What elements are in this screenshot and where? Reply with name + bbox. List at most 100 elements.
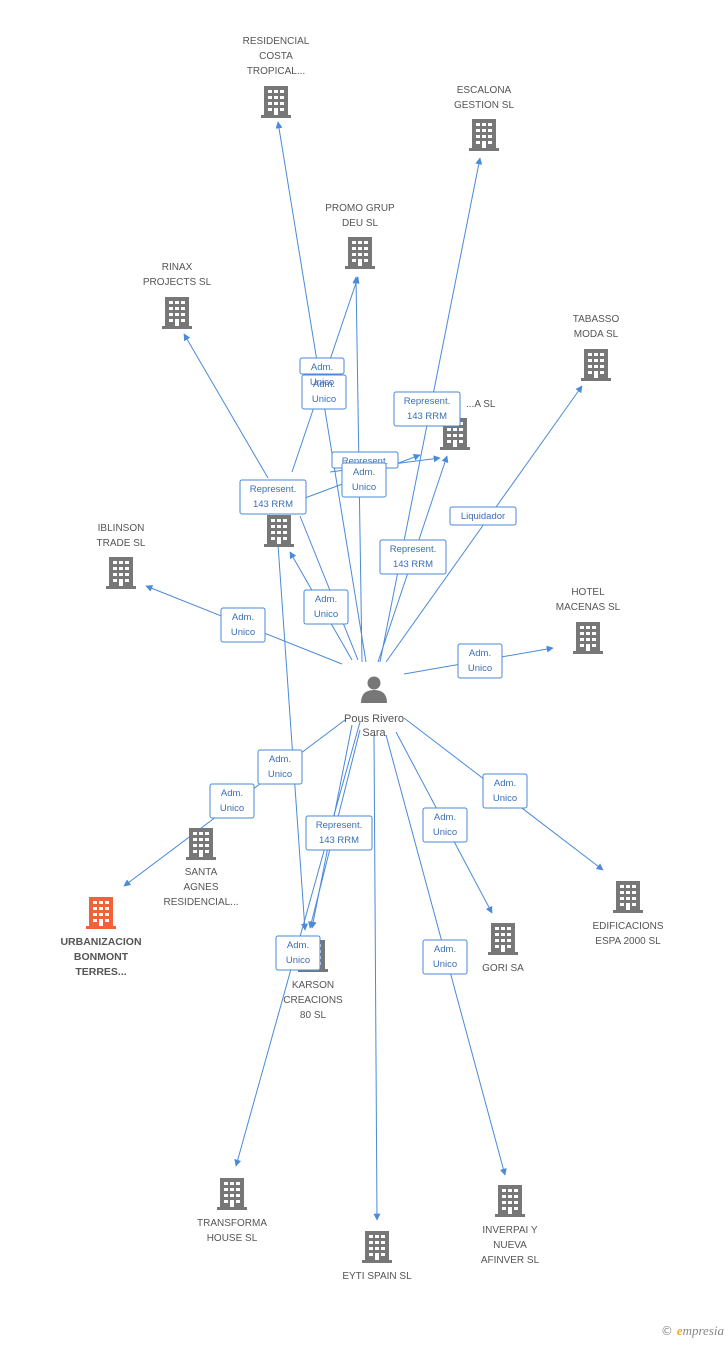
relation-label-text: 143 RRM <box>393 559 433 570</box>
company-node-tabasso[interactable]: TABASSO MODA SL <box>573 314 620 381</box>
company-node-hub[interactable] <box>264 515 294 547</box>
company-name: EYTI SPAIN SL <box>342 1271 412 1282</box>
relation-label-text: Adm. <box>353 467 375 478</box>
edge-line <box>299 515 359 661</box>
building-icon <box>488 923 518 955</box>
relation-label-text: Adm. <box>494 778 516 789</box>
company-name: IBLINSON <box>98 523 145 534</box>
relation-label[interactable]: Adm. Unico <box>457 643 503 679</box>
company-name: KARSON <box>292 980 334 991</box>
company-name: TRANSFORMA <box>197 1218 267 1229</box>
relation-label[interactable]: Adm.Unico <box>220 607 266 643</box>
company-name: TROPICAL... <box>247 66 305 77</box>
company-node-edificacions[interactable]: EDIFICACIONS ESPA 2000 SL <box>592 881 664 947</box>
relation-label[interactable]: Adm. Unico <box>209 783 255 819</box>
person-name: Sara <box>362 727 386 739</box>
company-name: HOUSE SL <box>207 1233 258 1244</box>
company-name: ESCALONA <box>457 85 512 96</box>
relation-label-text: Unico <box>314 609 338 620</box>
relation-label[interactable]: Adm.Unico <box>301 374 347 410</box>
building-icon <box>613 881 643 913</box>
building-icon <box>362 1231 392 1263</box>
company-name: MODA SL <box>574 329 619 340</box>
company-name: RESIDENCIAL... <box>163 897 238 908</box>
relation-label[interactable]: Adm. Unico <box>257 749 303 785</box>
relation-label-text: Unico <box>468 663 492 674</box>
company-node-gori[interactable]: GORI SA <box>482 923 524 974</box>
person-icon <box>361 676 387 703</box>
relation-label-text: Adm. <box>315 594 337 605</box>
brand-initial: e <box>676 1323 683 1338</box>
company-node-escalona[interactable]: ESCALONA GESTION SL <box>454 85 514 151</box>
relation-label-text: Unico <box>231 627 255 638</box>
relation-label-text: Represent. <box>316 820 362 831</box>
company-node-asl[interactable]: ...A SL <box>440 399 496 450</box>
relation-label-text: Unico <box>268 769 292 780</box>
company-name: AFINVER SL <box>481 1255 540 1266</box>
company-name: GESTION SL <box>454 100 514 111</box>
company-name: ESPA 2000 SL <box>595 936 661 947</box>
relation-label[interactable]: Adm. Unico <box>303 589 349 625</box>
relation-label-text: Adm. <box>313 379 335 390</box>
relation-label-text: Adm. <box>469 648 491 659</box>
relation-label[interactable]: Adm.Unico <box>482 773 528 809</box>
company-name: BONMONT <box>74 951 129 963</box>
company-name: SANTA <box>185 867 218 878</box>
relation-label[interactable]: Represent.143 RRM <box>393 391 461 427</box>
building-icon <box>162 297 192 329</box>
relation-label-text: Adm. <box>269 754 291 765</box>
person-name: Pous Rivero <box>344 713 404 725</box>
company-name: DEU SL <box>342 218 379 229</box>
company-name: PROJECTS SL <box>143 277 212 288</box>
company-name: INVERPAI Y <box>482 1225 538 1236</box>
relation-label-text: 143 RRM <box>407 411 447 422</box>
relation-label[interactable]: Represent. 143 RRM <box>379 539 447 575</box>
relation-label-text: Unico <box>220 803 244 814</box>
company-name: TABASSO <box>573 314 620 325</box>
relation-label-text: Unico <box>286 955 310 966</box>
company-name: COSTA <box>259 51 293 62</box>
building-icon <box>106 557 136 589</box>
copyright-symbol: © <box>660 1324 673 1338</box>
relation-label-text: Represent. <box>390 544 436 555</box>
edge-line <box>275 515 309 931</box>
relation-label[interactable]: Represent. 143 RRM <box>305 815 373 851</box>
company-name: EDIFICACIONS <box>592 921 663 932</box>
relation-label-text: Adm. <box>221 788 243 799</box>
company-node-residencial[interactable]: RESIDENCIALCOSTATROPICAL... <box>243 36 310 118</box>
company-node-urbanizacion[interactable]: URBANIZACIONBONMONTTERRES... <box>60 897 142 978</box>
relation-label[interactable]: Represent.143 RRM <box>239 479 307 515</box>
brand-logo: ©empresia <box>661 1323 724 1339</box>
relation-label[interactable]: Liquidador <box>449 506 517 526</box>
relation-label[interactable]: Adm. Unico <box>275 935 321 971</box>
relation-label-text: 143 RRM <box>319 835 359 846</box>
relation-label[interactable]: Adm.Unico <box>422 939 468 975</box>
company-node-eyti[interactable]: EYTI SPAIN SL <box>342 1231 412 1282</box>
company-node-santa[interactable]: SANTAAGNESRESIDENCIAL... <box>163 828 239 908</box>
building-icon <box>345 237 375 269</box>
relation-label[interactable]: Adm.Unico <box>422 807 468 843</box>
building-icon <box>264 515 294 547</box>
relation-label[interactable]: Adm.Unico <box>341 462 387 498</box>
relation-label-text: Unico <box>310 377 334 388</box>
building-icon <box>495 1185 525 1217</box>
relation-label-text: 143 RRM <box>253 499 293 510</box>
company-node-transforma[interactable]: TRANSFORMA HOUSE SL <box>197 1178 267 1244</box>
company-name: HOTEL <box>571 587 605 598</box>
relation-label-text: Unico <box>433 827 457 838</box>
building-icon <box>186 828 216 860</box>
relation-label[interactable]: Adm.Unico <box>299 357 345 388</box>
company-name: URBANIZACION <box>60 936 141 948</box>
relation-label-text: Adm. <box>287 940 309 951</box>
building-icon <box>573 622 603 654</box>
relation-label-text: Adm. <box>434 944 456 955</box>
building-icon <box>217 1178 247 1210</box>
